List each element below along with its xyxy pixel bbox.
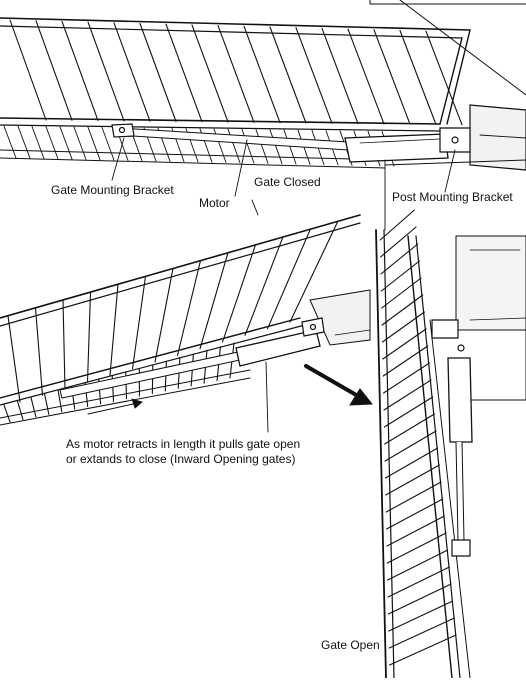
gate-picket (385, 448, 437, 478)
gate-picket (110, 284, 118, 375)
gate-picket (245, 237, 283, 336)
gate-picket (155, 269, 173, 363)
label-gate-closed: Gate Closed (254, 175, 321, 189)
gate-picket (387, 516, 444, 546)
gate-lower-picket (31, 398, 36, 417)
gate-picket (133, 276, 146, 368)
label-motor: Motor (199, 196, 230, 210)
gate-lower-picket (256, 130, 268, 164)
gate-lower-picket (242, 129, 254, 163)
gate-picket (223, 245, 256, 342)
gate-picket (381, 244, 418, 274)
gate-lower-picket (88, 127, 100, 160)
gate-lower-picket (45, 394, 49, 414)
gate-picket (389, 601, 453, 631)
gate-lower-picket (60, 127, 72, 159)
caption-line-2: or extands to close (Inward Opening gate… (66, 452, 300, 467)
gate-picket (386, 465, 440, 495)
gate-picket (386, 482, 441, 512)
gate-lower-picket (32, 126, 44, 158)
opening-gate-panel (0, 200, 370, 432)
gate-picket (8, 316, 20, 402)
gate-lower-picket (46, 127, 58, 159)
gate-lower-picket (284, 130, 296, 164)
gate-picket (388, 550, 448, 580)
gate-picket (390, 635, 456, 665)
label-post-mounting-bracket: Post Mounting Bracket (392, 190, 513, 204)
gate-picket (88, 292, 91, 382)
gate-picket (36, 308, 43, 395)
open-gate-panel (376, 210, 526, 678)
motor-explanation-caption: As motor retracts in length it pulls gat… (66, 437, 300, 467)
gate-picket (389, 618, 454, 648)
gate-lower-picket (4, 126, 16, 158)
label-gate-mounting-bracket: Gate Mounting Bracket (51, 183, 174, 197)
gate-picket (381, 227, 416, 257)
gate-lower-picket (4, 405, 10, 422)
gate-lower-picket (18, 126, 30, 158)
direction-arrow (306, 366, 372, 405)
gate-lower-picket (228, 129, 240, 163)
gate-picket (63, 300, 65, 389)
label-gate-open: Gate Open (321, 638, 380, 652)
gate-lower-picket (270, 130, 282, 164)
gate-picket (388, 584, 451, 614)
gate-lower-picket (102, 127, 114, 160)
gate-picket (387, 499, 443, 529)
gate-lower-picket (74, 127, 86, 160)
caption-line-1: As motor retracts in length it pulls gat… (66, 437, 300, 452)
gate-picket (387, 533, 446, 563)
gate-lower-picket (18, 401, 23, 419)
gate-picket (388, 567, 449, 597)
